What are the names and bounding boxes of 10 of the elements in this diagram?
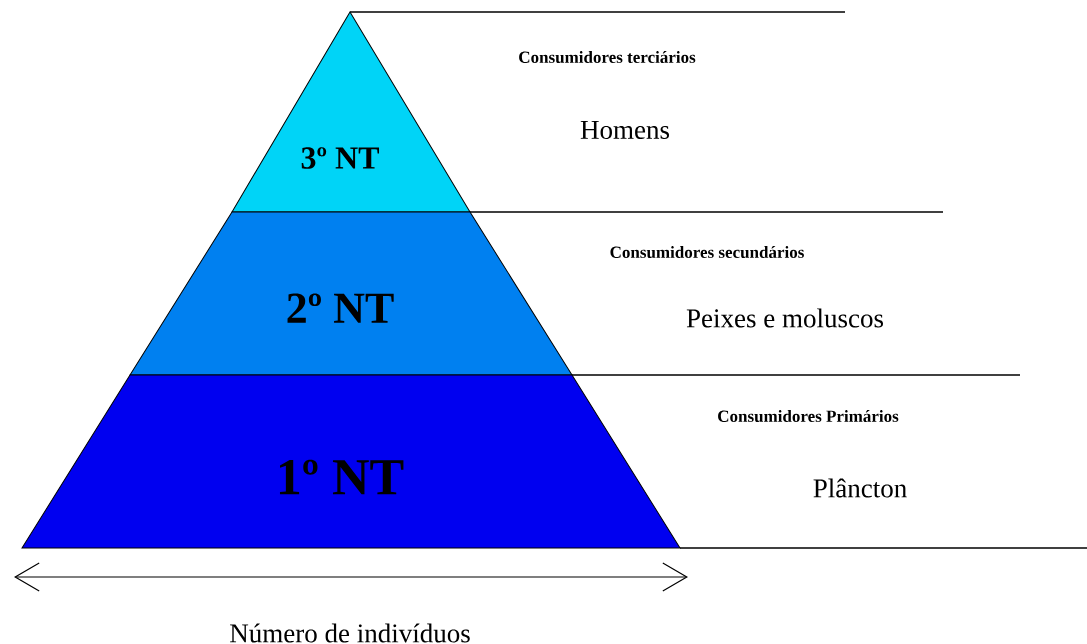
level-example: Homens <box>580 121 670 139</box>
axis-label: Número de indivíduos <box>230 623 470 643</box>
level-heading: Consumidores terciários <box>519 51 696 64</box>
level-heading: Consumidores Primários <box>718 410 899 423</box>
level-heading: Consumidores secundários <box>610 246 804 259</box>
pyramid-level: 3º NT <box>231 11 471 213</box>
pyramid-level: 1º NT <box>21 374 681 549</box>
level-example: Peixes e moluscos <box>686 308 884 328</box>
level-example: Plâncton <box>813 478 907 498</box>
pyramid-level: 2º NT <box>129 211 573 376</box>
